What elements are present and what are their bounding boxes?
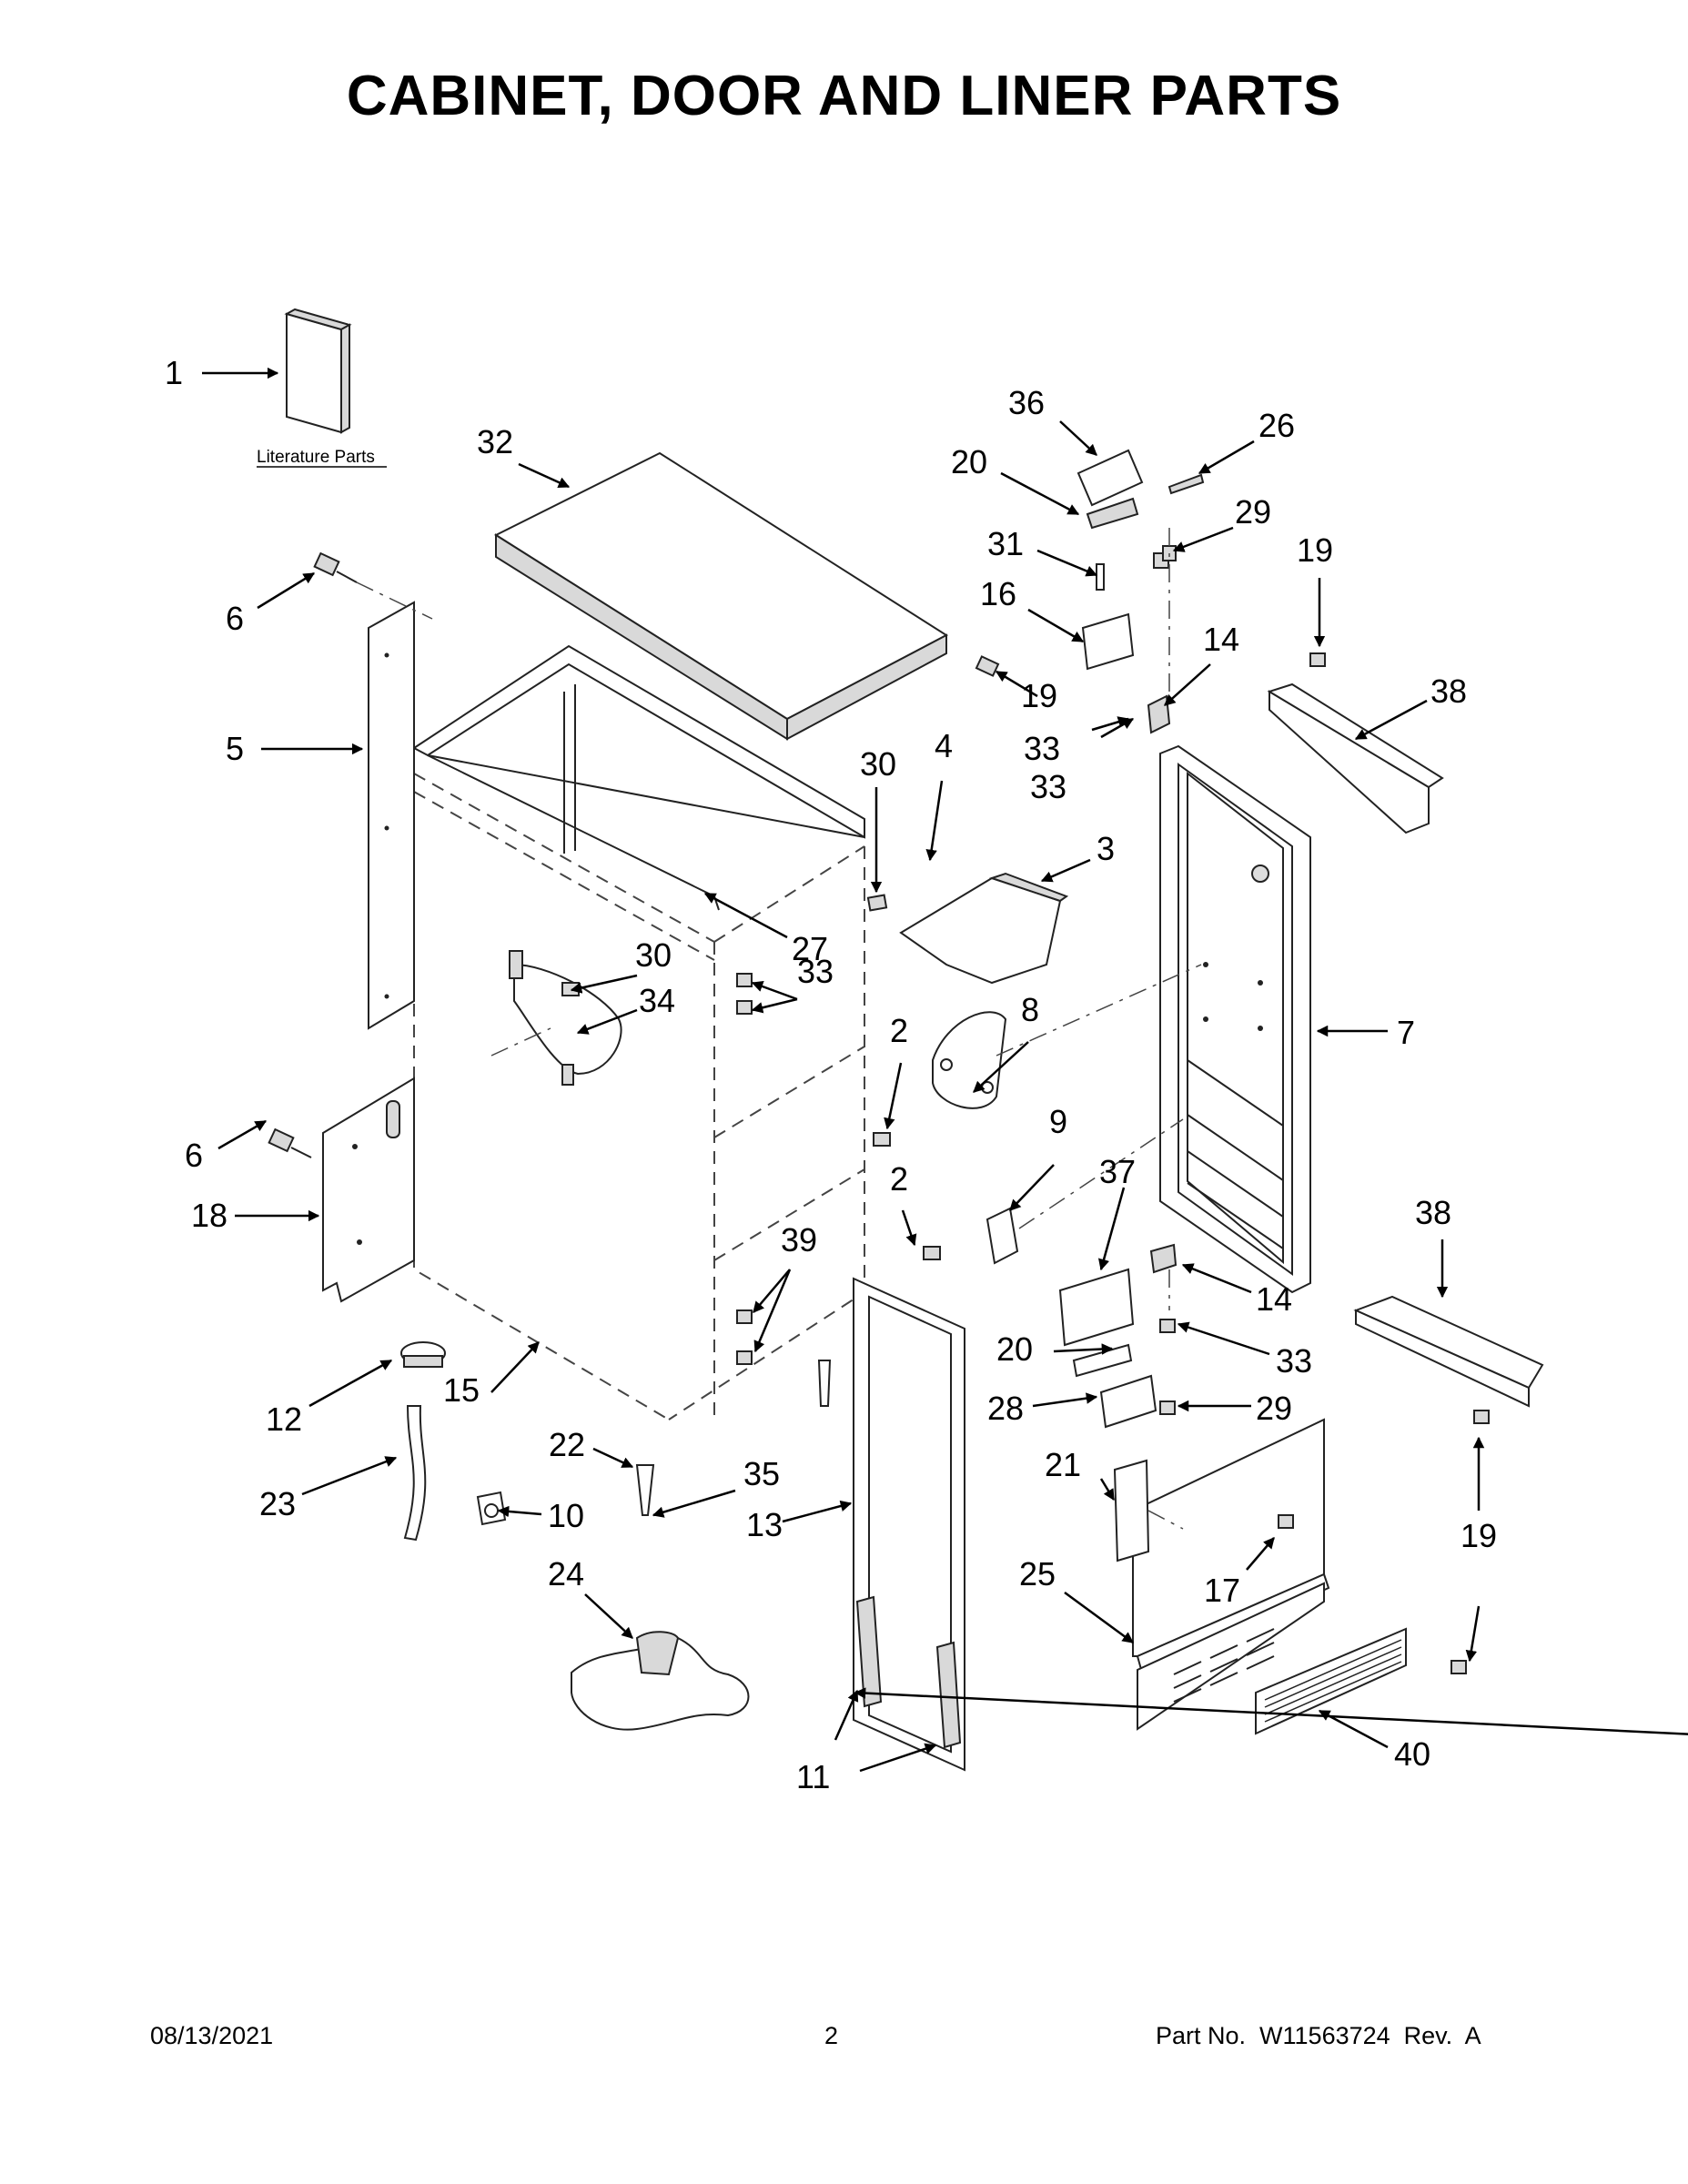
magnet-9 [986, 1207, 1019, 1265]
callout-18: 18 [191, 1197, 227, 1234]
cabinet-frame [412, 644, 865, 911]
callout-19: 19 [1021, 677, 1057, 714]
callout-37: 37 [1099, 1153, 1136, 1190]
kick-grille-40 [1255, 1627, 1407, 1735]
cabinet-liner-dashed [413, 773, 865, 1421]
callout-9: 9 [1049, 1103, 1067, 1140]
base-grille-25 [1132, 1418, 1330, 1731]
callout-40: 40 [1394, 1735, 1430, 1773]
callout-10: 10 [548, 1497, 584, 1534]
callout-29: 29 [1235, 493, 1271, 531]
callout-11: 11 [796, 1758, 830, 1795]
rear-panel [322, 1077, 415, 1303]
callout-21: 21 [1045, 1446, 1081, 1483]
callout-12: 12 [266, 1400, 302, 1438]
callout-16: 16 [980, 575, 1016, 612]
callout-31: 31 [987, 525, 1024, 562]
callout-20: 20 [951, 443, 987, 480]
toe-bracket-bottom [1353, 1295, 1544, 1408]
footer-date: 08/13/2021 [150, 2022, 274, 2049]
callout-labels: 1 32 6 5 18 6 12 15 23 22 35 10 24 13 11… [165, 354, 1497, 1795]
callout-39: 39 [781, 1221, 817, 1259]
latch-8 [932, 1011, 1007, 1109]
callout-17: 17 [1204, 1572, 1240, 1609]
callout-30: 30 [635, 936, 672, 974]
callout-15: 15 [443, 1371, 480, 1409]
lower-front-misc [400, 1341, 750, 1731]
callout-14: 14 [1256, 1280, 1292, 1318]
callout-33: 33 [1024, 730, 1060, 767]
callout-5: 5 [226, 730, 244, 767]
bracket-30-34 [509, 950, 622, 1086]
door-strips [855, 1595, 962, 1749]
callout-19: 19 [1297, 531, 1333, 569]
callout-3: 3 [1097, 830, 1115, 867]
callout-13: 13 [746, 1506, 783, 1543]
hinge-top-assembly [1076, 449, 1205, 734]
cabinet-top [493, 451, 948, 741]
screws-left [268, 551, 358, 1158]
callout-7: 7 [1397, 1014, 1415, 1051]
callout-arrows [202, 367, 1688, 1773]
hinge-bottom-assembly [1058, 1243, 1178, 1429]
callout-34: 34 [639, 982, 675, 1019]
callout-33: 33 [1030, 768, 1066, 805]
callout-8: 8 [1021, 991, 1039, 1028]
callout-32: 32 [477, 423, 513, 460]
callout-6: 6 [185, 1137, 203, 1174]
literature-parts-label: Literature Parts [257, 448, 375, 467]
callout-30: 30 [860, 745, 896, 783]
callout-22: 22 [549, 1426, 585, 1463]
callout-36: 36 [1008, 384, 1045, 421]
chute-3 [899, 872, 1069, 985]
bracket-21 [1113, 1459, 1150, 1562]
callout-28: 28 [987, 1390, 1024, 1427]
callout-25: 25 [1019, 1555, 1056, 1592]
callout-19: 19 [1461, 1517, 1497, 1554]
door-panel [1159, 744, 1311, 1294]
callout-27: 27 [792, 930, 828, 967]
callout-38: 38 [1415, 1194, 1451, 1231]
callout-33: 33 [797, 953, 834, 990]
callout-2: 2 [890, 1012, 908, 1049]
callout-24: 24 [548, 1555, 584, 1592]
callout-6: 6 [226, 600, 244, 637]
callout-2: 2 [890, 1160, 908, 1198]
page-title: CABINET, DOOR AND LINER PARTS [346, 65, 1342, 127]
footer-part-number: Part No. W11563724 Rev. A [1156, 2022, 1481, 2049]
literature-booklet [284, 308, 352, 434]
callout-23: 23 [259, 1485, 296, 1522]
callout-38: 38 [1430, 672, 1467, 710]
callout-35: 35 [743, 1455, 780, 1492]
alignment-lines [356, 528, 1202, 1530]
callout-14: 14 [1203, 621, 1239, 658]
callout-29: 29 [1256, 1390, 1292, 1427]
small-screws [561, 545, 1490, 1674]
side-panel [368, 601, 415, 1030]
callout-4: 4 [935, 727, 953, 764]
callout-20: 20 [996, 1330, 1033, 1368]
footer-page-number: 2 [824, 2022, 839, 2049]
callout-33: 33 [1276, 1342, 1312, 1380]
callout-1: 1 [165, 354, 183, 391]
callout-26: 26 [1258, 407, 1295, 444]
